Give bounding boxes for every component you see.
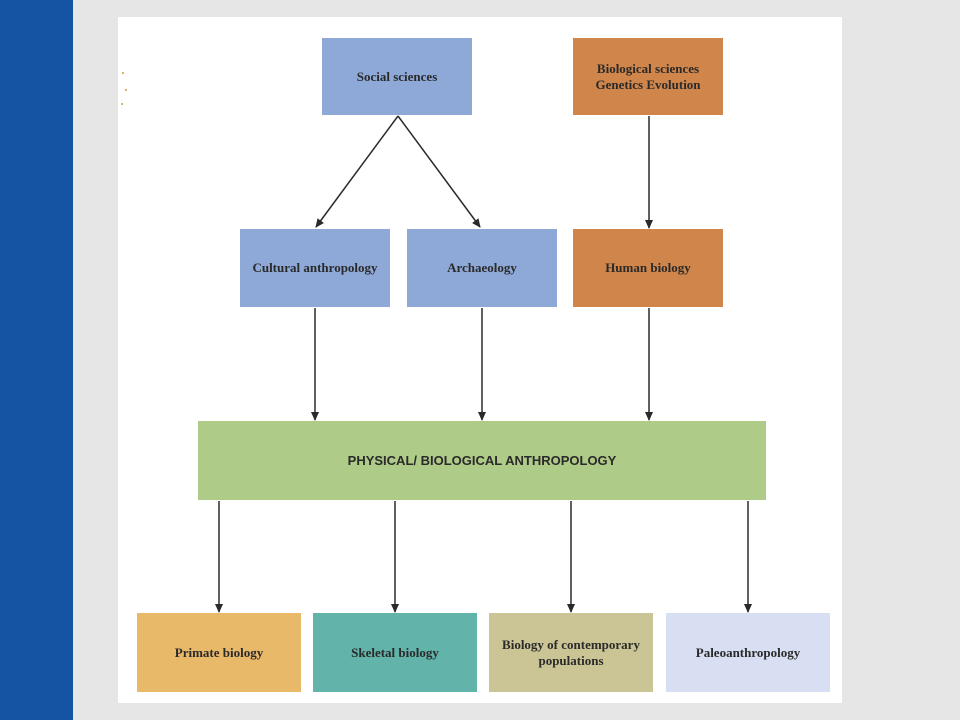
physical-biological-anthropology-node: PHYSICAL/ BIOLOGICAL ANTHROPOLOGY: [198, 421, 766, 500]
human-biology-node: Human biology: [573, 229, 723, 307]
biology-contemporary-populations-node: Biology of contemporary populations: [489, 613, 653, 692]
human-biology-label: Human biology: [605, 260, 691, 275]
biology-contemporary-populations-label: Biology of contemporary populations: [502, 636, 640, 668]
social-sciences-node: Social sciences: [322, 38, 472, 115]
scan-speck: [121, 103, 123, 105]
slide-canvas: [118, 17, 842, 703]
archaeology-label: Archaeology: [447, 260, 517, 275]
sidebar-bar: [0, 0, 73, 720]
scan-speck: [125, 89, 127, 91]
social-sciences-label: Social sciences: [356, 68, 438, 84]
skeletal-biology-label: Skeletal biology: [351, 644, 439, 660]
primate-biology-label: Primate biology: [174, 644, 264, 660]
archaeology-node: Archaeology: [407, 229, 557, 307]
physical-biological-anthropology-label: PHYSICAL/ BIOLOGICAL ANTHROPOLOGY: [347, 452, 617, 468]
cultural-anthropology-label: Cultural anthropology: [252, 260, 378, 275]
paleoanthropology-node: Paleoanthropology: [666, 613, 830, 692]
cultural-anthropology-node: Cultural anthropology: [240, 229, 390, 307]
biological-sciences-label: Biological sciences Genetics Evolution: [595, 60, 701, 92]
skeletal-biology-node: Skeletal biology: [313, 613, 477, 692]
scan-speck: [122, 72, 124, 74]
paleoanthropology-label: Paleoanthropology: [695, 644, 801, 660]
primate-biology-node: Primate biology: [137, 613, 301, 692]
biological-sciences-node: Biological sciences Genetics Evolution: [573, 38, 723, 115]
